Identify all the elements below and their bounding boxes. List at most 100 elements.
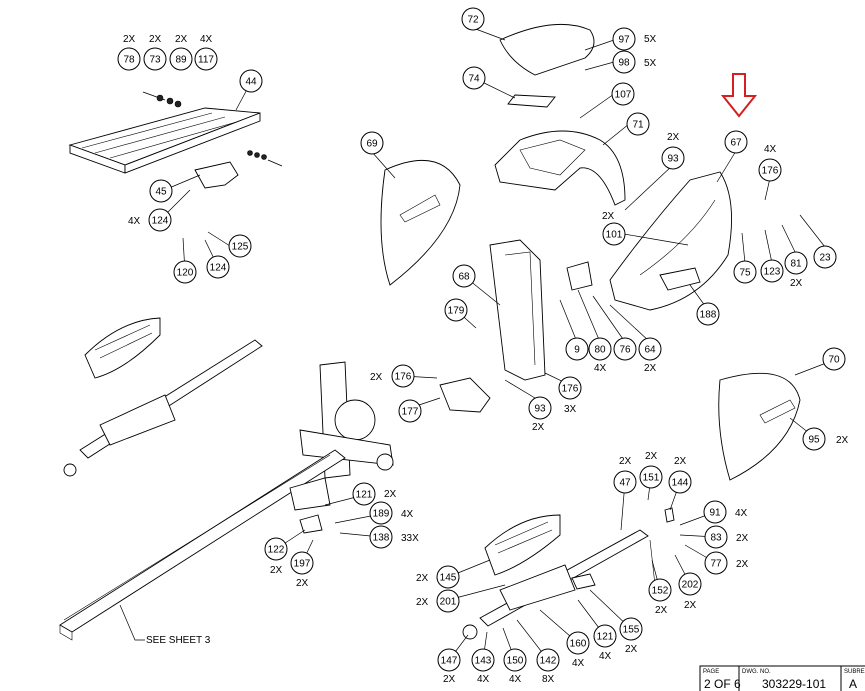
callout-circle — [239, 69, 263, 93]
part-quantity: 5X — [644, 34, 657, 45]
part-number: 9 — [574, 345, 580, 356]
part-quantity: 2X — [684, 600, 697, 611]
part-number: 152 — [652, 586, 669, 597]
callout-circle — [639, 465, 663, 489]
callout-circle — [648, 578, 672, 602]
callout-circle — [436, 589, 460, 613]
part-number: 69 — [366, 139, 378, 150]
callout-circle — [619, 617, 643, 641]
callout-circle — [696, 302, 720, 326]
callout-circle — [661, 146, 685, 170]
part-number: 202 — [682, 580, 699, 591]
callout-76: 76 — [613, 337, 637, 361]
callout-circle — [149, 179, 173, 203]
part-quantity: 2X — [790, 278, 803, 289]
part-number: 177 — [402, 407, 419, 418]
callout-circle — [626, 112, 650, 136]
part-number: 147 — [441, 656, 458, 667]
callout-circle — [813, 245, 837, 269]
part-number: 124 — [152, 216, 169, 227]
page-value: 2 OF 6 — [704, 677, 741, 691]
part-quantity: 2X — [416, 597, 429, 608]
callout-circle — [290, 551, 314, 575]
callout-71: 71 — [626, 112, 650, 136]
upright-68 — [489, 239, 546, 381]
callout-123: 123 — [760, 259, 784, 283]
part-quantity: 2X — [296, 578, 309, 589]
callout-circle — [143, 47, 167, 71]
part-number: 73 — [149, 55, 161, 66]
callout-circle — [148, 208, 172, 232]
callout-120: 120 — [173, 260, 197, 284]
callout-circle — [802, 427, 826, 451]
part-drawings — [59, 23, 801, 641]
part-number: 176 — [395, 372, 412, 383]
part-number: 151 — [643, 473, 660, 484]
callout-circle — [611, 82, 635, 106]
callout-circle — [822, 347, 846, 371]
callout-circle — [360, 131, 384, 155]
label-plate-74 — [507, 94, 556, 108]
dwg-value: 303229-101 — [762, 677, 826, 691]
part-quantity: 4X — [572, 658, 585, 669]
bracket-80 — [566, 261, 593, 291]
callout-circle — [369, 525, 393, 549]
callout-67: 67 — [724, 130, 748, 154]
part-quantity: 4X — [764, 144, 777, 155]
callout-177: 177 — [398, 399, 422, 423]
callout-74: 74 — [462, 66, 486, 90]
part-number: 72 — [467, 15, 479, 26]
part-number: 44 — [245, 77, 257, 88]
callout-72: 72 — [461, 7, 485, 31]
callout-circle — [760, 259, 784, 283]
part-number: 64 — [644, 345, 656, 356]
part-number: 75 — [739, 268, 751, 279]
part-quantity: 2X — [674, 456, 687, 467]
part-quantity: 4X — [594, 363, 607, 374]
callout-89: 89 2X — [169, 34, 193, 71]
callout-circle — [638, 337, 662, 361]
part-number: 97 — [618, 35, 630, 46]
part-number: 89 — [175, 55, 187, 66]
part-number: 121 — [597, 632, 614, 643]
pedal-right-top — [484, 514, 561, 576]
callout-circle — [703, 500, 727, 524]
part-quantity: 2X — [175, 34, 188, 45]
part-number: 78 — [123, 55, 135, 66]
callout-circle — [724, 130, 748, 154]
part-number: 176 — [562, 384, 579, 395]
callout-circle — [613, 337, 637, 361]
part-quantity: 2X — [736, 533, 749, 544]
callout-circle — [206, 255, 230, 279]
sub-value: A — [849, 677, 857, 691]
part-number: 201 — [440, 597, 457, 608]
callout-circle — [398, 399, 422, 423]
callout-circle — [452, 264, 476, 288]
part-number: 81 — [790, 259, 802, 270]
part-number: 45 — [155, 187, 167, 198]
part-quantity: 33X — [401, 533, 419, 544]
part-number: 77 — [710, 559, 722, 570]
callout-circle — [194, 47, 218, 71]
part-number: 143 — [475, 656, 492, 667]
callout-81: 81 2X — [784, 251, 808, 289]
part-number: 67 — [730, 138, 742, 149]
